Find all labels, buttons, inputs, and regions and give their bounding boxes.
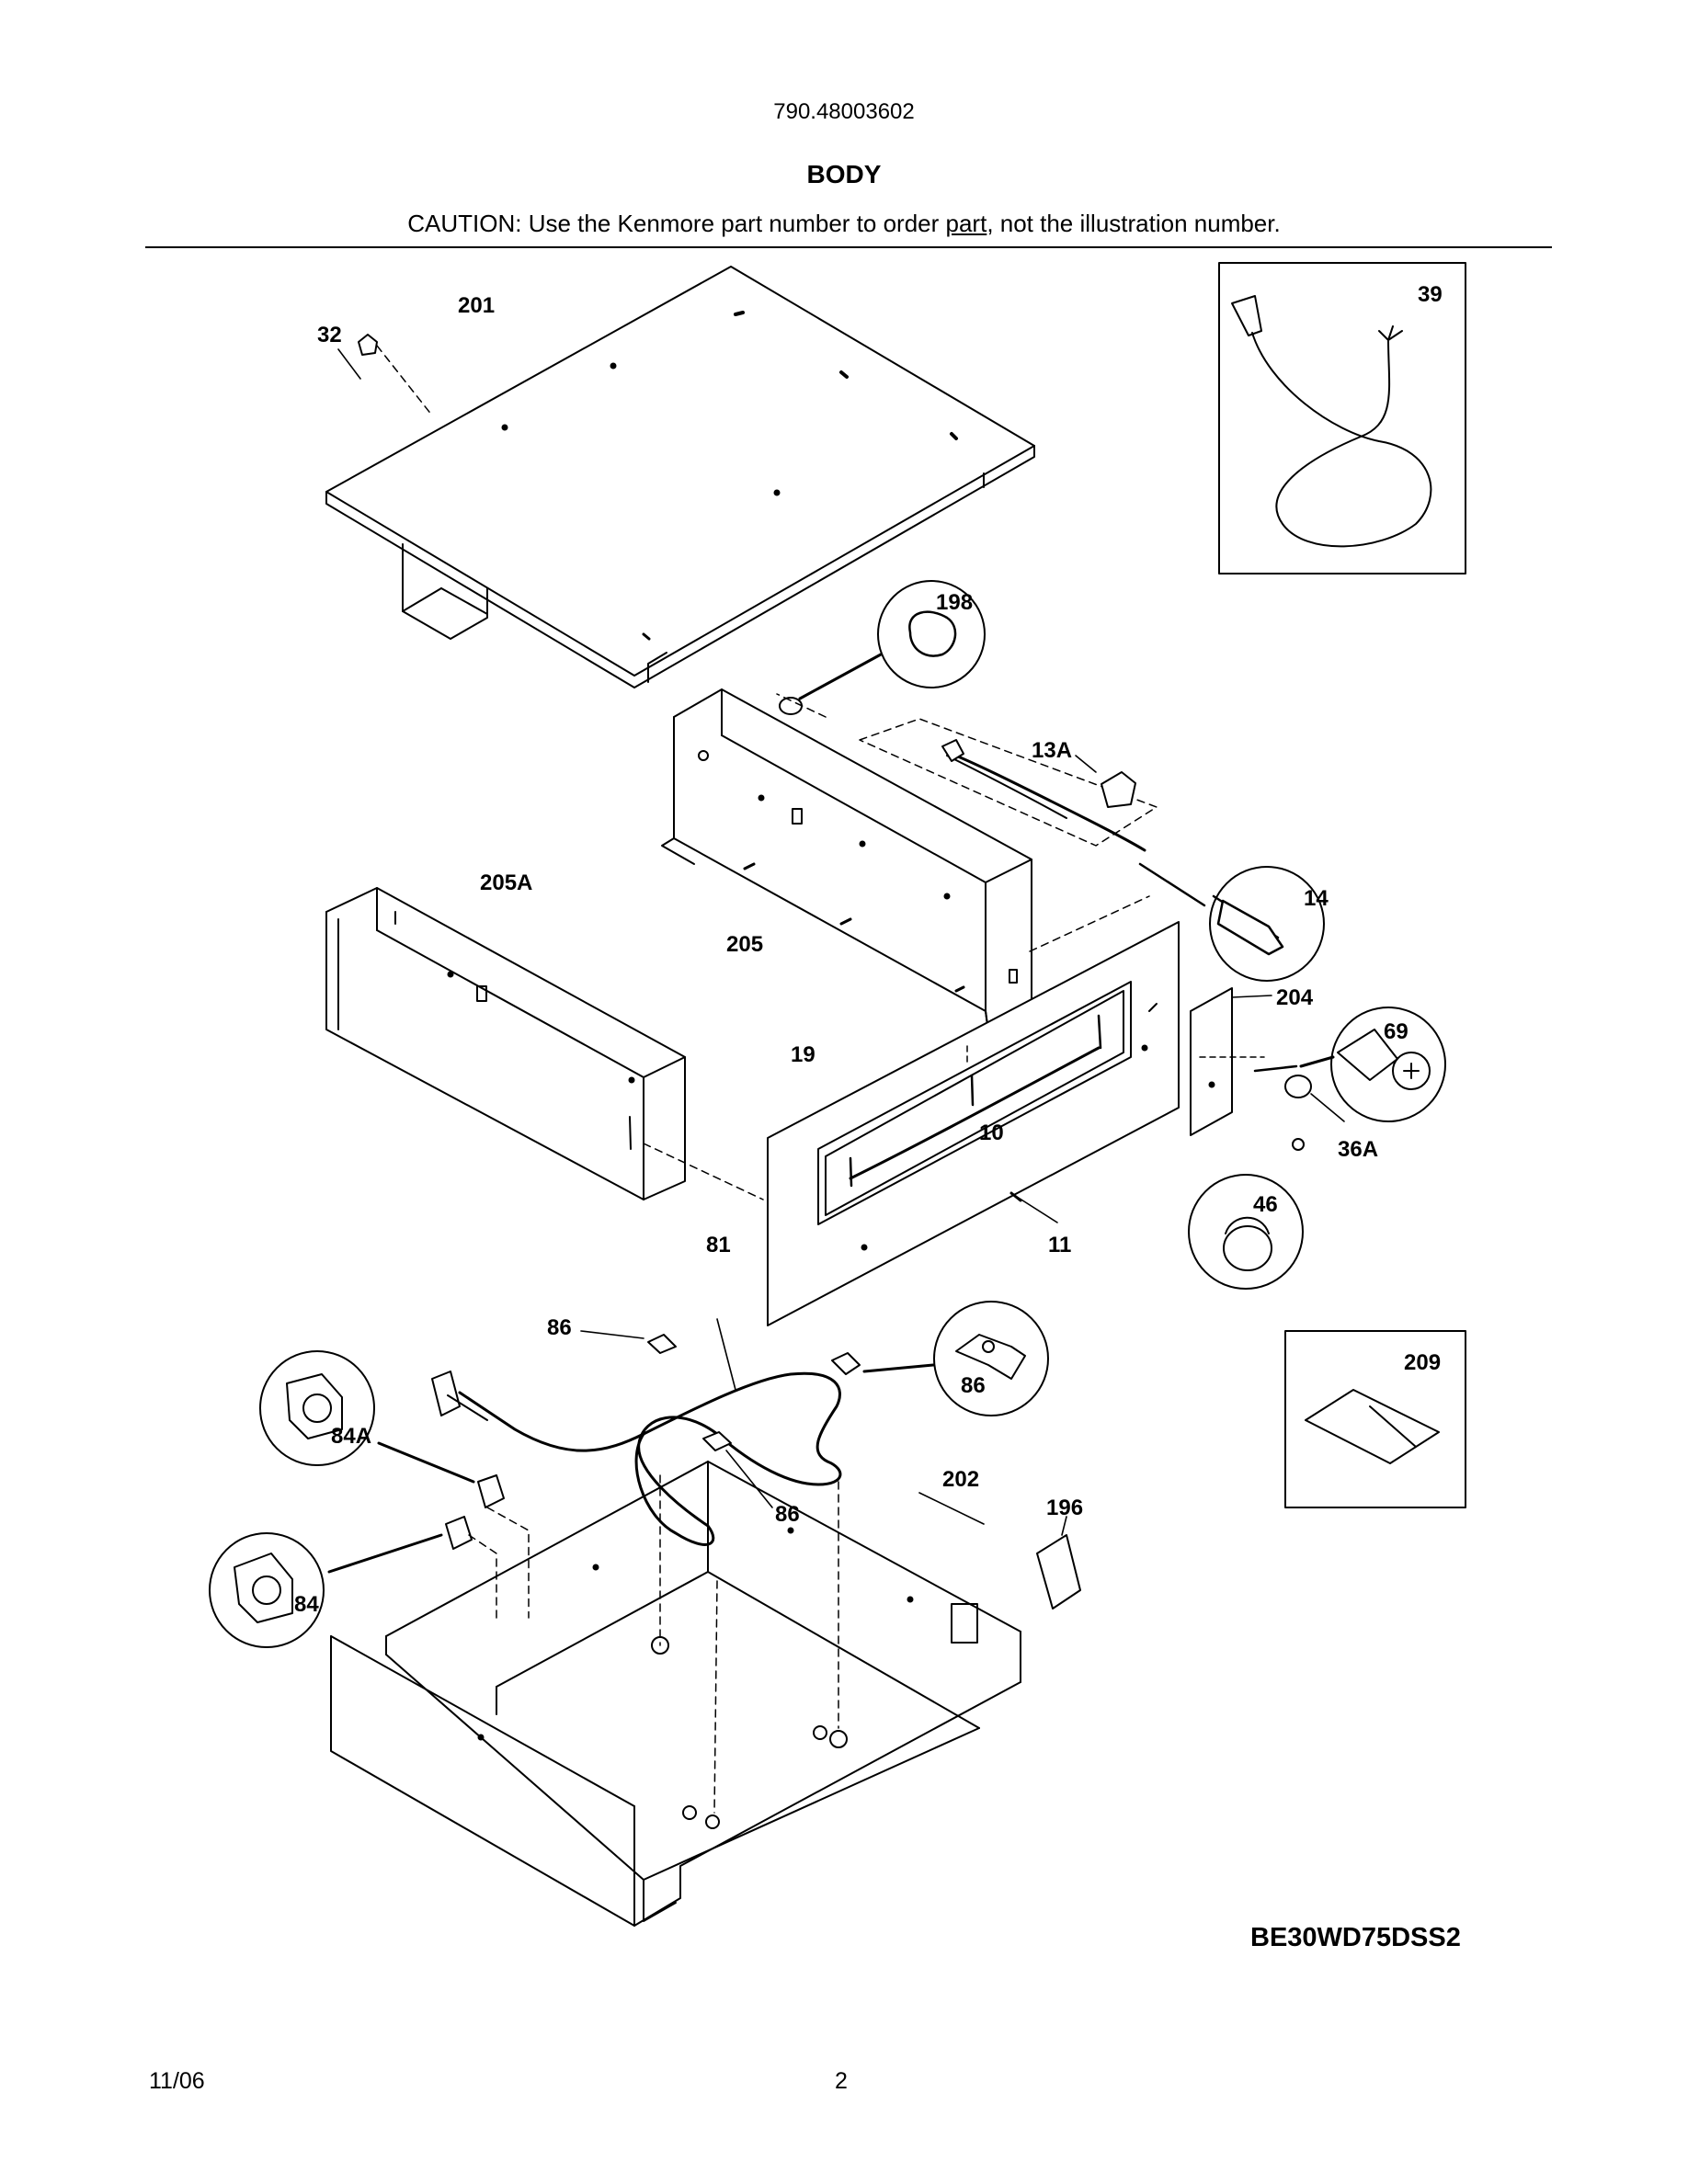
callout-14: 14 [1304, 886, 1329, 911]
power-cord-box [1218, 262, 1466, 574]
sensor-probe-detail [1209, 866, 1325, 982]
header-rule [145, 246, 1552, 248]
callout-86-circle: 86 [961, 1373, 986, 1398]
callout-69: 69 [1384, 1019, 1409, 1044]
callout-36a: 36A [1338, 1137, 1378, 1162]
caution-suffix: , not the illustration number. [987, 210, 1281, 237]
thermostat-84a-detail [259, 1350, 505, 1508]
bake-element-part [431, 1318, 842, 1546]
revision-date: 11/06 [149, 2068, 205, 2094]
callout-196: 196 [1046, 1496, 1083, 1520]
callout-86-left: 86 [547, 1315, 572, 1340]
model-number: 790.48003602 [773, 99, 915, 124]
callout-11: 11 [1048, 1233, 1071, 1257]
callout-198: 198 [936, 590, 973, 615]
thermostat-84-detail [209, 1516, 473, 1648]
screw-detail [1253, 1007, 1446, 1122]
wire-harness-part [859, 718, 1206, 907]
knob-36a-part [1284, 1075, 1345, 1151]
cover-screw-part [337, 334, 433, 416]
knob-detail [1188, 1174, 1304, 1290]
clip-86-part [580, 1330, 773, 1508]
callout-205a: 205A [480, 870, 532, 895]
callout-46: 46 [1253, 1192, 1278, 1217]
callout-86-lower: 86 [775, 1502, 800, 1527]
page-number: 2 [835, 2068, 848, 2094]
callout-13a: 13A [1032, 738, 1072, 763]
model-code: BE30WD75DSS2 [1250, 1923, 1461, 1952]
caution-prefix: CAUTION: Use the Kenmore part number to … [407, 210, 946, 237]
callout-39: 39 [1418, 282, 1443, 307]
callout-84a: 84A [331, 1424, 371, 1449]
callout-32: 32 [317, 323, 342, 347]
clip-detail [831, 1301, 1049, 1416]
caution-text: CAUTION: Use the Kenmore part number to … [0, 210, 1688, 238]
callout-19: 19 [791, 1042, 815, 1067]
left-side-panel [325, 887, 686, 1200]
callout-10: 10 [979, 1120, 1004, 1145]
bracket-box [1284, 1330, 1466, 1508]
top-cover-part [325, 266, 1035, 688]
caution-link: part [945, 210, 987, 237]
callout-209: 209 [1404, 1350, 1441, 1375]
callout-205: 205 [726, 932, 763, 957]
callout-204: 204 [1276, 985, 1314, 1010]
callout-81: 81 [706, 1233, 731, 1257]
callout-84: 84 [294, 1592, 319, 1617]
callout-202: 202 [942, 1467, 979, 1492]
upper-back-panel [661, 688, 1032, 1033]
callout-201: 201 [458, 293, 495, 318]
page-title: BODY [806, 160, 882, 188]
oven-body-part [330, 1461, 1081, 1927]
front-frame-part [767, 921, 1180, 1326]
side-plate-part [1190, 987, 1272, 1136]
